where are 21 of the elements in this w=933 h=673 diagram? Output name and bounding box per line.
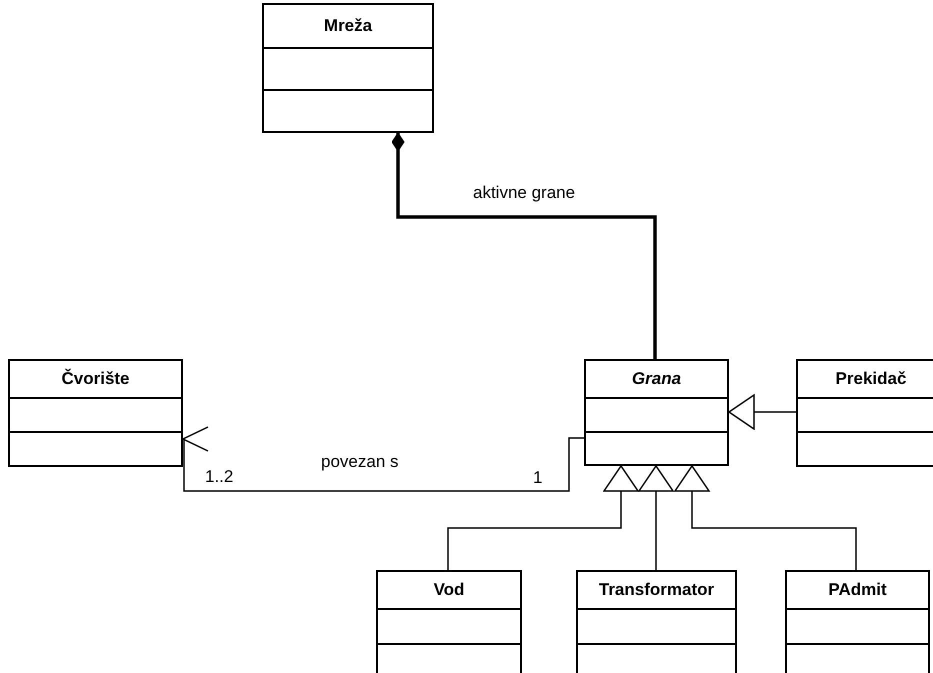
class-name: Čvorište — [61, 369, 130, 389]
class-box — [8, 359, 183, 467]
edge-label: aktivne grane — [473, 183, 576, 203]
class-box — [584, 359, 729, 466]
class-name: PAdmit — [828, 580, 887, 600]
class-box — [376, 570, 522, 673]
generalization-arrow — [638, 465, 674, 570]
class-box — [796, 359, 933, 467]
class-name: Prekidač — [836, 369, 906, 389]
class-box — [785, 570, 930, 673]
class-name: Grana — [632, 369, 682, 389]
association-arrow — [182, 426, 584, 492]
class-box — [262, 3, 434, 133]
class-name: Mreža — [324, 16, 372, 36]
class-box — [576, 570, 737, 673]
generalization-arrow — [674, 465, 857, 570]
composition-line — [392, 132, 657, 359]
generalization-arrow — [728, 394, 796, 430]
class-name: Vod — [434, 580, 464, 600]
class-name: Transformator — [598, 580, 714, 600]
generalization-arrow — [447, 465, 639, 570]
